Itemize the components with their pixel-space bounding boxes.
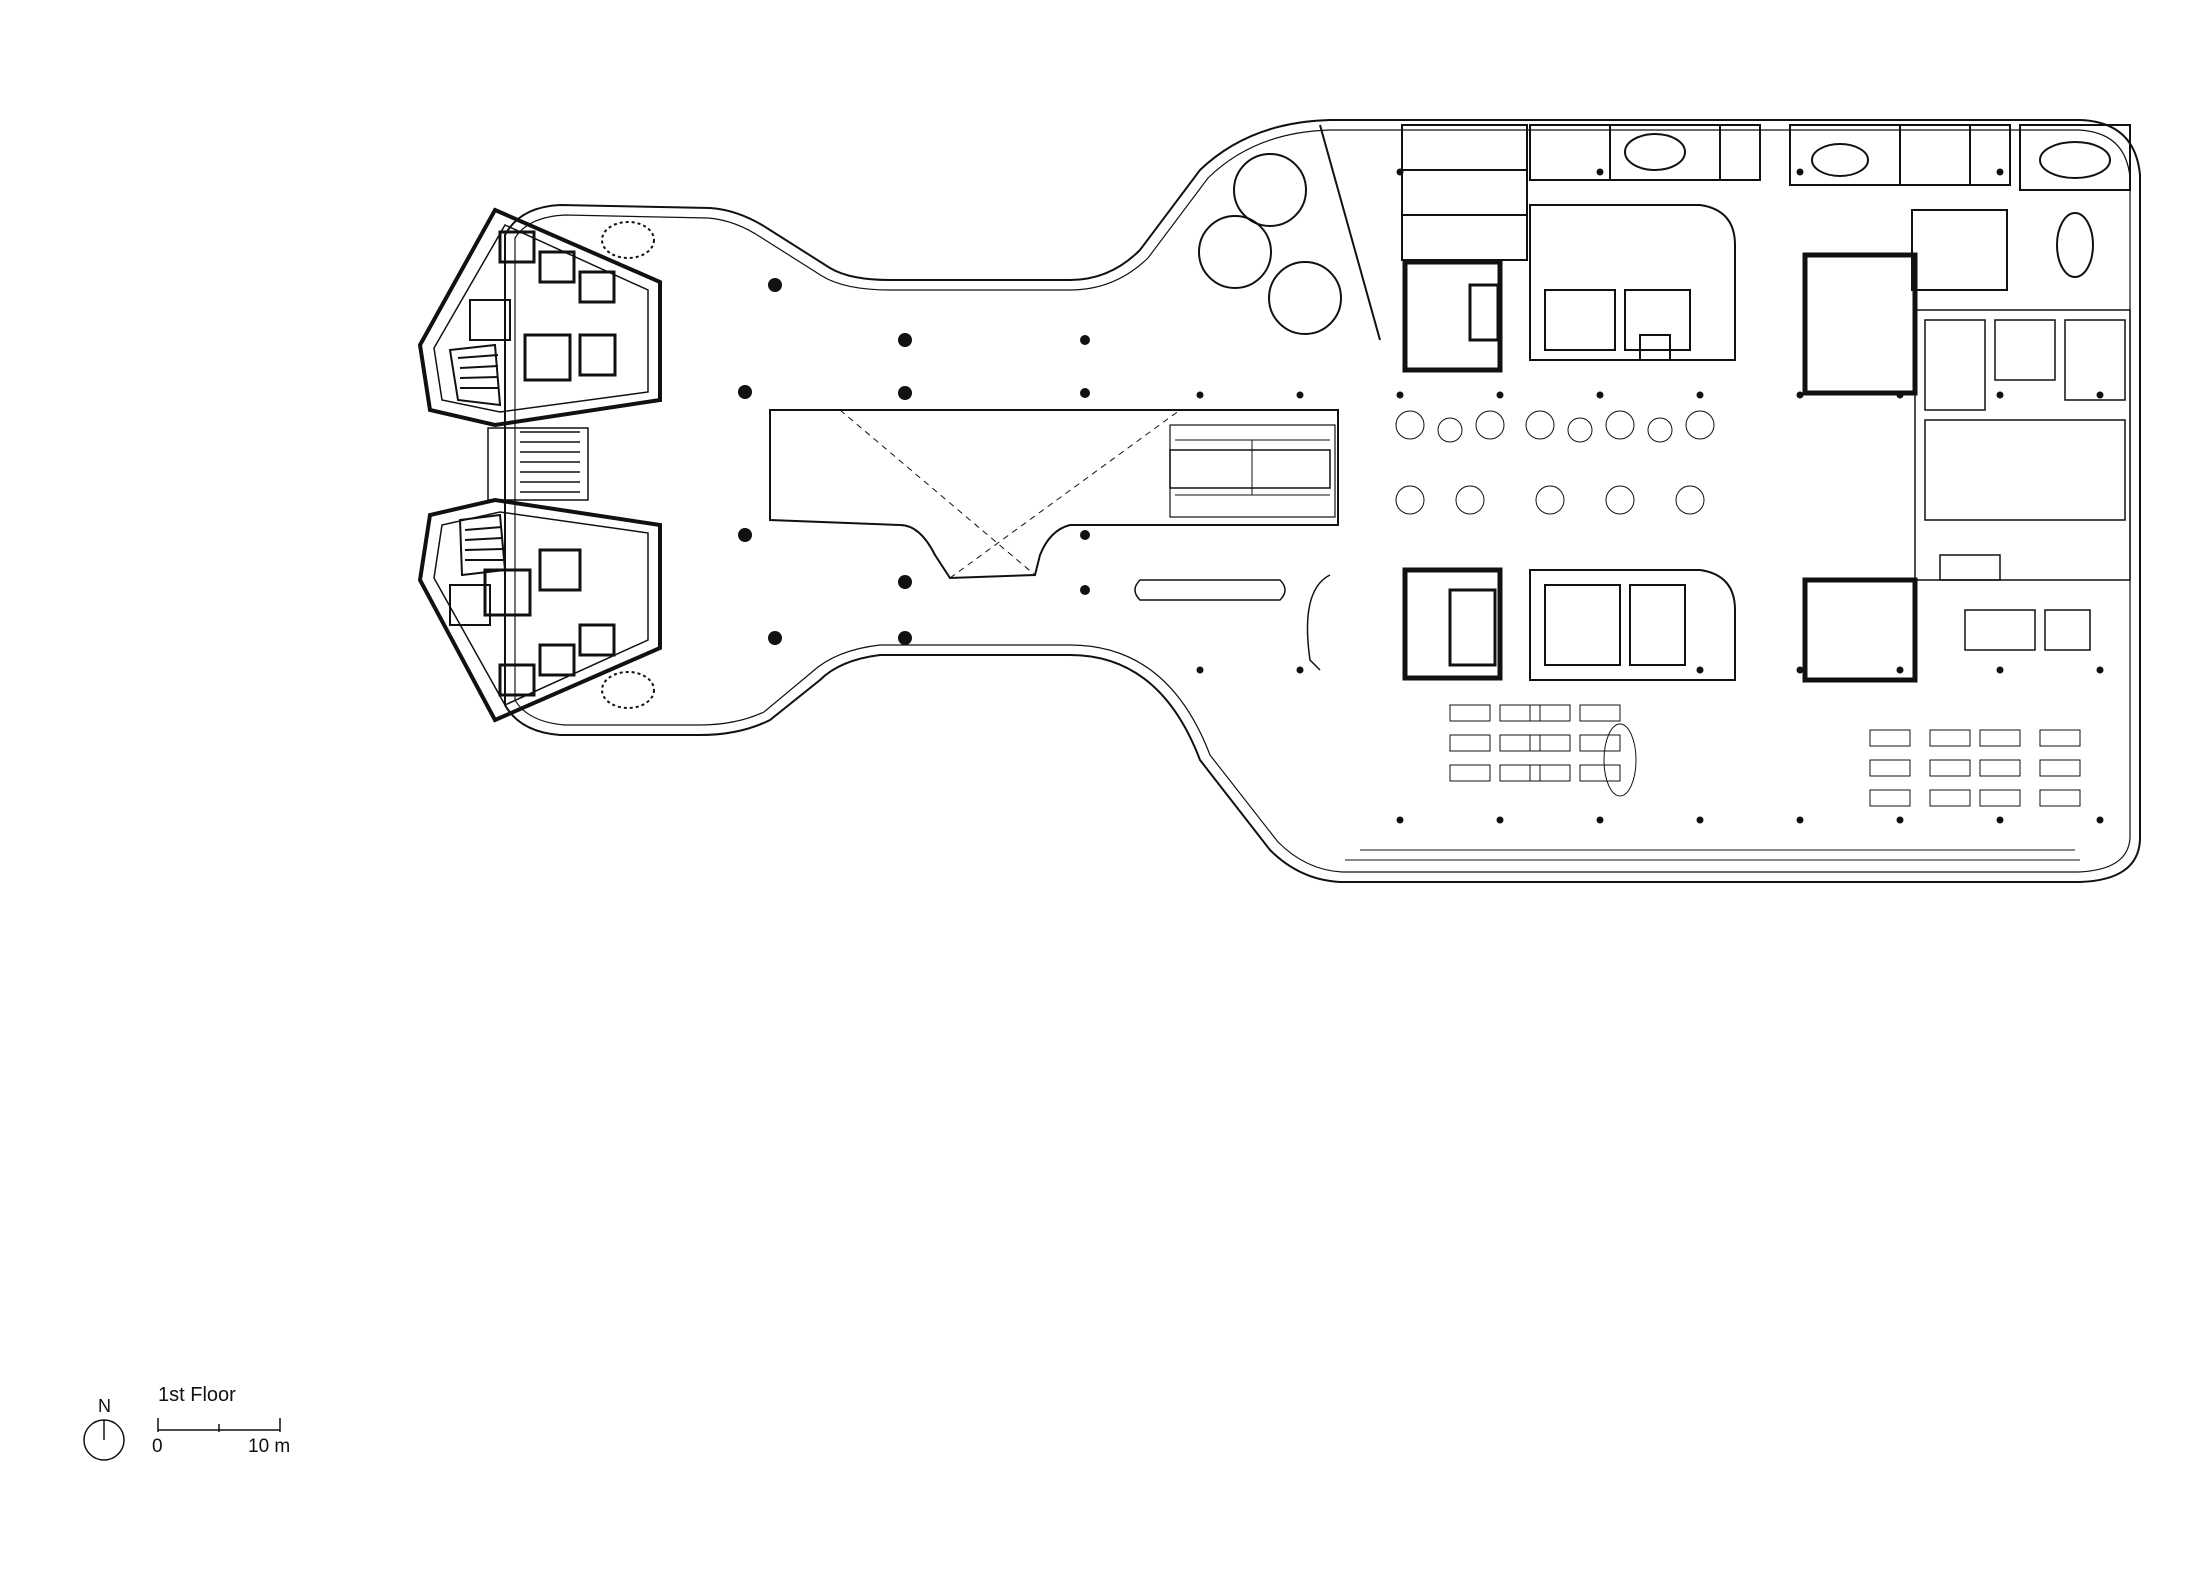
lounge-seating [1395,410,1715,515]
columns [738,278,1090,645]
kitchen [1914,309,2131,651]
circulation-curves [1134,574,1331,671]
dining-tables [1449,704,2081,807]
core-north-1 [1402,259,1503,373]
lounge-pods [1198,153,1342,335]
escalators [1169,449,1331,489]
core-south-1 [1402,567,1503,681]
link-stair [487,427,589,501]
wc-north [1529,204,1736,361]
south-west-tower [417,497,662,723]
core-east-1 [1802,252,1918,683]
atrium-void [769,409,1339,580]
wc-south [1529,569,1736,681]
meeting-rooms-north [1319,124,2131,341]
north-arrow [83,1419,125,1461]
scale-bar [157,1418,281,1432]
north-west-tower [417,207,662,428]
building-outline [504,119,2141,883]
grid-columns [1196,168,2104,824]
